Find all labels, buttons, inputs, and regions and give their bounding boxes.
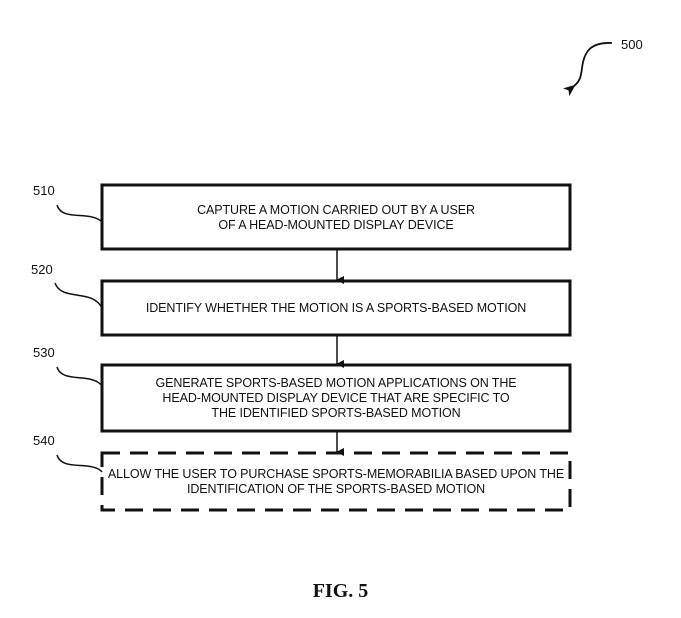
- figure-ref-label: 500: [621, 37, 643, 52]
- step-box-510: [100, 183, 572, 251]
- step-text-510: CAPTURE A MOTION CARRIED OUT BY A USER O…: [197, 203, 475, 232]
- leader-520: [54, 282, 103, 309]
- step-ref-530: 530: [33, 345, 55, 360]
- step-text-520: IDENTIFY WHETHER THE MOTION IS A SPORTS-…: [145, 300, 527, 315]
- step-ref-520: 520: [31, 262, 53, 277]
- figure-caption: FIG. 5: [312, 580, 369, 602]
- step-ref-510: 510: [33, 183, 55, 198]
- step-text-540: ALLOW THE USER TO PURCHASE SPORTS-MEMORA…: [107, 467, 565, 496]
- step-text-530: GENERATE SPORTS-BASED MOTION APPLICATION…: [155, 375, 517, 420]
- leader-510: [56, 204, 103, 223]
- leader-540: [56, 454, 103, 473]
- leader-530: [56, 366, 103, 387]
- figure-ref-arrow: [563, 42, 613, 97]
- step-ref-540: 540: [33, 433, 55, 448]
